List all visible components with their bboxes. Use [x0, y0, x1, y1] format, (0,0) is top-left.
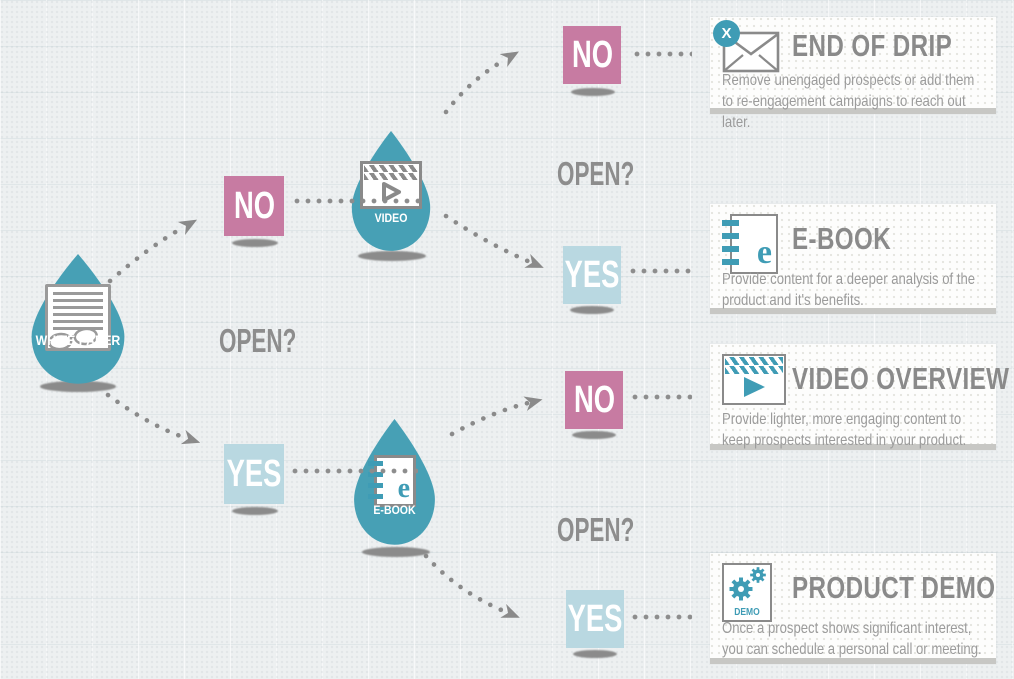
- arrow-video-to-no: [443, 51, 519, 115]
- glasses-icon: [48, 327, 98, 351]
- dotted-connector: [632, 394, 692, 400]
- node-ebook: e E-BOOK: [344, 419, 445, 547]
- branch-no-ebook: NO: [565, 371, 623, 429]
- envelope-x-icon: X: [713, 20, 780, 73]
- shadow: [40, 381, 116, 392]
- paper-line: [53, 306, 103, 309]
- outcome-card-video-overview: VIDEO OVERVIEW Provide lighter, more eng…: [710, 344, 1010, 450]
- binding-tab: [368, 472, 383, 477]
- ebook-icon: e: [368, 455, 416, 507]
- binding-tab: [368, 494, 383, 499]
- dotted-connector: [632, 614, 692, 620]
- binding-tab: [722, 259, 739, 265]
- paper-line: [53, 313, 103, 316]
- outcome-title: END OF DRIP: [792, 28, 953, 63]
- node-label-ebook: E-BOOK: [373, 503, 416, 517]
- outcome-description: Provide content for a deeper analysis of…: [722, 271, 976, 309]
- arrow-ebook-to-no: [449, 396, 543, 437]
- branch-label: YES: [567, 597, 623, 640]
- clapper-stripes: [725, 366, 783, 374]
- decision-open-video: OPEN?: [557, 155, 635, 192]
- ebook-letter: e: [756, 234, 772, 271]
- dotted-connector: [294, 198, 420, 204]
- clapper-stripes: [364, 165, 418, 172]
- ebook-icon: e: [722, 214, 778, 274]
- dotted-connector: [292, 468, 418, 474]
- branch-label: NO: [233, 184, 275, 227]
- outcome-description: Provide lighter, more engaging content t…: [722, 411, 967, 449]
- branch-no-video: NO: [563, 26, 621, 84]
- paper-line: [53, 292, 103, 295]
- outcome-card-product-demo: DEMO PRODUCT DEMO Once a prospect shows …: [710, 553, 996, 664]
- binding-tab: [722, 233, 739, 239]
- binding-tab: [368, 483, 383, 488]
- outcome-title: PRODUCT DEMO: [792, 570, 996, 605]
- shadow: [573, 650, 617, 658]
- shadow: [232, 239, 278, 247]
- shadow: [362, 547, 430, 557]
- arrow-ebook-to-yes: [423, 553, 520, 618]
- outcome-title: E-BOOK: [792, 221, 892, 256]
- branch-no-root: NO: [224, 176, 284, 236]
- ebook-letter: e: [397, 473, 410, 504]
- node-video: VIDEO: [342, 131, 440, 253]
- branch-label: NO: [571, 33, 613, 76]
- branch-yes-video: YES: [563, 246, 621, 304]
- branch-label: YES: [564, 253, 620, 296]
- x-badge-icon: X: [713, 20, 740, 47]
- gears-icon: [729, 567, 766, 601]
- video-clapperboard-icon: [722, 354, 786, 405]
- paper-line: [53, 320, 103, 323]
- outcome-description: Once a prospect shows significant intere…: [722, 620, 982, 658]
- shadow: [571, 88, 615, 96]
- dotted-connector: [630, 268, 692, 274]
- demo-label: DEMO: [734, 607, 760, 618]
- paper-line: [53, 327, 103, 330]
- node-label-video: VIDEO: [374, 211, 408, 225]
- outcome-title: VIDEO OVERVIEW: [792, 361, 1010, 396]
- arrow-video-to-yes: [443, 213, 544, 268]
- shadow: [232, 507, 278, 515]
- clapper-stripes: [725, 357, 783, 365]
- node-label-white-paper: WHITE PAPER: [35, 332, 121, 348]
- outcome-card-ebook: e E-BOOK Provide content for a deeper an…: [710, 204, 996, 314]
- clapper-stripes: [364, 173, 418, 180]
- branch-yes-root: YES: [224, 444, 284, 504]
- outcome-card-end-of-drip: X END OF DRIP Remove unengaged prospects…: [710, 17, 996, 131]
- shadow: [570, 306, 614, 314]
- node-white-paper: WHITE PAPER: [20, 254, 136, 386]
- branch-label: NO: [573, 378, 615, 421]
- shadow: [572, 431, 616, 439]
- shadow: [358, 251, 426, 261]
- branch-yes-ebook: YES: [566, 590, 624, 648]
- gears-demo-icon: DEMO: [722, 563, 772, 622]
- paper-line: [53, 299, 103, 302]
- white-paper-document-icon: [45, 284, 111, 351]
- decision-open-ebook: OPEN?: [557, 511, 635, 548]
- play-icon: [363, 181, 419, 208]
- branch-label: YES: [226, 452, 282, 495]
- binding-tab: [722, 220, 739, 226]
- outcome-description: Remove unengaged prospects or add them t…: [722, 72, 975, 131]
- binding-tab: [722, 246, 739, 252]
- decision-open-root: OPEN?: [219, 322, 297, 359]
- arrow-root-to-yes: [105, 392, 201, 445]
- binding-tab: [368, 461, 383, 466]
- dotted-connector: [634, 51, 692, 57]
- play-icon: [724, 375, 784, 404]
